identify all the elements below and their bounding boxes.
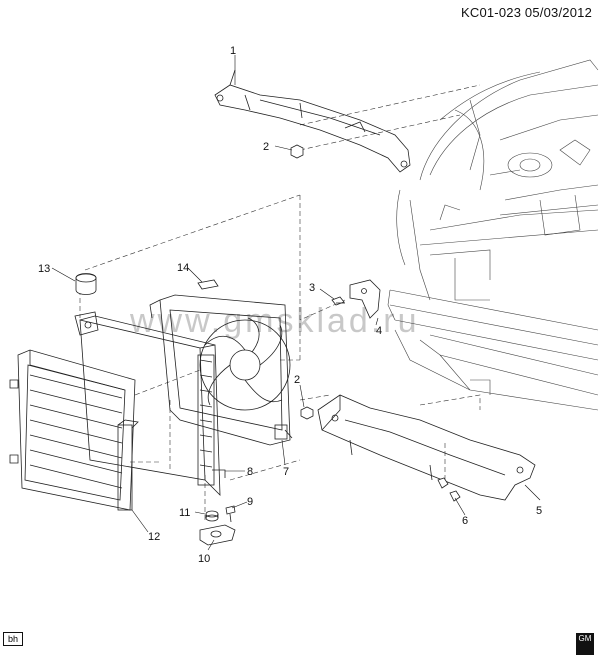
lower-support-part-5 bbox=[317, 394, 536, 501]
radiator-part-8 bbox=[74, 311, 226, 496]
condenser-part-12 bbox=[9, 349, 139, 511]
leader-lines bbox=[79, 84, 481, 520]
gm-logo-icon: GM bbox=[576, 633, 594, 655]
label-part-14 bbox=[197, 279, 219, 290]
callout-5: 5 bbox=[536, 505, 542, 517]
lower-bracket-part-10 bbox=[199, 524, 236, 546]
callout-4: 4 bbox=[376, 325, 382, 337]
bolt-part-3 bbox=[331, 296, 345, 306]
callout-10: 10 bbox=[198, 553, 210, 565]
bracket-part-4 bbox=[349, 279, 381, 319]
callout-11: 11 bbox=[179, 507, 190, 519]
bolt-part-9 bbox=[225, 505, 236, 523]
callout-14: 14 bbox=[177, 262, 189, 274]
callout-13: 13 bbox=[38, 263, 50, 275]
callout-6: 6 bbox=[462, 515, 468, 527]
grommet-part-11 bbox=[205, 510, 219, 522]
nut-part-2 bbox=[290, 144, 314, 420]
clip-part-6 bbox=[437, 477, 461, 502]
callout-8: 8 bbox=[247, 466, 253, 478]
cap-part-13 bbox=[75, 273, 97, 295]
callout-2-lower: 2 bbox=[294, 374, 300, 386]
callout-2-upper: 2 bbox=[263, 141, 269, 153]
diagram-reference: KC01-023 05/03/2012 bbox=[460, 5, 592, 20]
upper-tie-bar-part-1 bbox=[214, 69, 411, 173]
watermark: www.gmsklad.ru bbox=[129, 302, 420, 340]
callout-7: 7 bbox=[283, 466, 289, 478]
callout-1: 1 bbox=[230, 45, 236, 57]
callout-12: 12 bbox=[148, 531, 160, 543]
bh-badge: bh bbox=[3, 632, 23, 646]
callout-leaders bbox=[51, 55, 541, 551]
fan-shroud-part-7 bbox=[149, 294, 293, 446]
callout-9: 9 bbox=[247, 496, 253, 508]
vehicle-front-structure bbox=[387, 59, 599, 411]
callout-3: 3 bbox=[309, 282, 315, 294]
